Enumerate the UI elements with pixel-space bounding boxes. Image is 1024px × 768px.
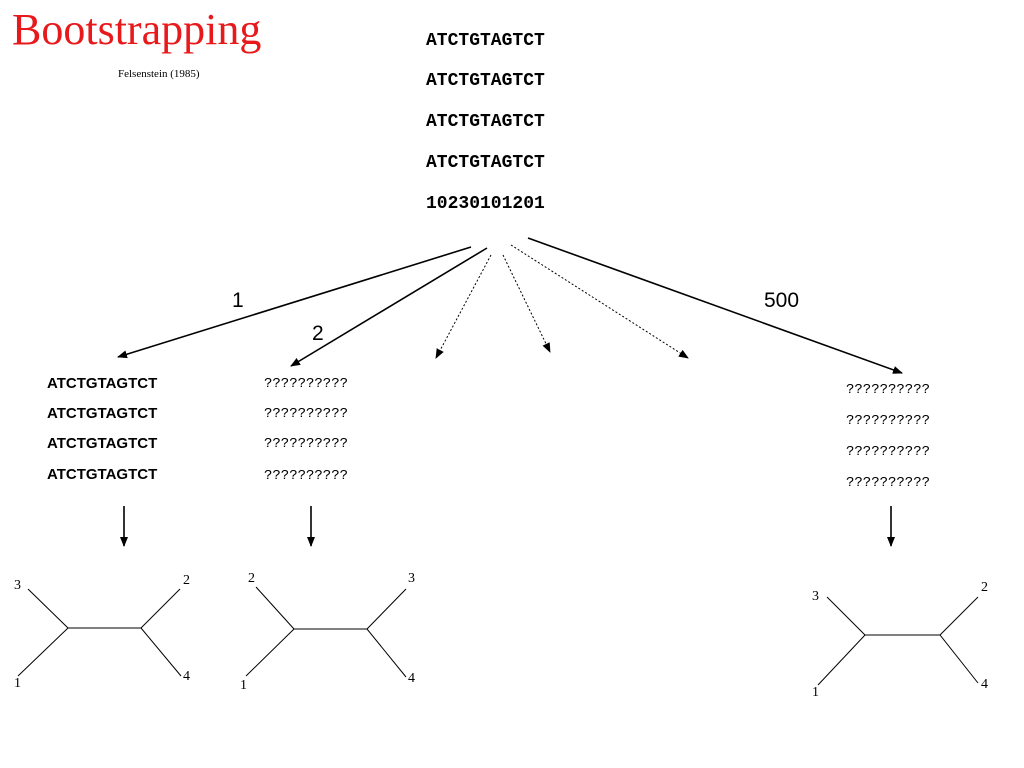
tree-2-tip-label: 1 [240,678,247,693]
citation: Felsenstein (1985) [118,68,200,80]
original-sequence: ATCTGTAGTCT [426,153,545,173]
dotted-arrow [435,254,492,359]
replicate-1-sequence: ATCTGTAGTCT [47,435,158,452]
replicate-1-sequence: ATCTGTAGTCT [47,466,158,483]
page-title: Bootstrapping [12,5,262,54]
dotted-arrow [502,254,551,353]
replicate-500-sequence: ?????????? [846,444,931,460]
original-sequence: ATCTGTAGTCT [426,31,545,51]
tree-1-tip-label: 1 [14,676,21,691]
tree-1 [17,588,182,677]
replicate-1-sequence: ATCTGTAGTCT [47,405,158,422]
original-sequence: ATCTGTAGTCT [426,112,545,132]
tree-500-tip-label: 1 [812,685,819,700]
tree-2-tip-label: 3 [408,571,415,586]
tree-1-tip-label: 3 [14,578,21,593]
replicate-label-500: 500 [764,289,800,312]
tree-500-tip-label: 2 [981,580,988,595]
tree-500-tip-label: 3 [812,589,819,604]
tree-500 [817,596,979,686]
arrow-replicate-2 [290,247,488,367]
original-sequence: ATCTGTAGTCT [426,71,545,91]
site-count-row: 10230101201 [426,194,545,214]
arrow-replicate-1 [117,246,472,359]
replicate-label-2: 2 [312,322,324,345]
tree-2 [245,586,407,678]
replicate-1-sequence: ATCTGTAGTCT [47,375,158,392]
replicate-500-sequence: ?????????? [846,413,931,429]
arrow-replicate-500 [527,237,903,374]
replicate-2-sequence: ?????????? [264,376,349,392]
tree-1-tip-label: 2 [183,573,190,588]
tree-1-tip-label: 4 [183,669,190,684]
tree-2-tip-label: 2 [248,571,255,586]
tree-500-tip-label: 4 [981,677,988,692]
replicate-500-sequence: ?????????? [846,475,931,491]
replicate-500-sequence: ?????????? [846,382,931,398]
tree-2-tip-label: 4 [408,671,415,686]
replicate-label-1: 1 [232,289,244,312]
replicate-2-sequence: ?????????? [264,436,349,452]
replicate-2-sequence: ?????????? [264,406,349,422]
replicate-2-sequence: ?????????? [264,468,349,484]
dotted-arrow [510,244,689,359]
